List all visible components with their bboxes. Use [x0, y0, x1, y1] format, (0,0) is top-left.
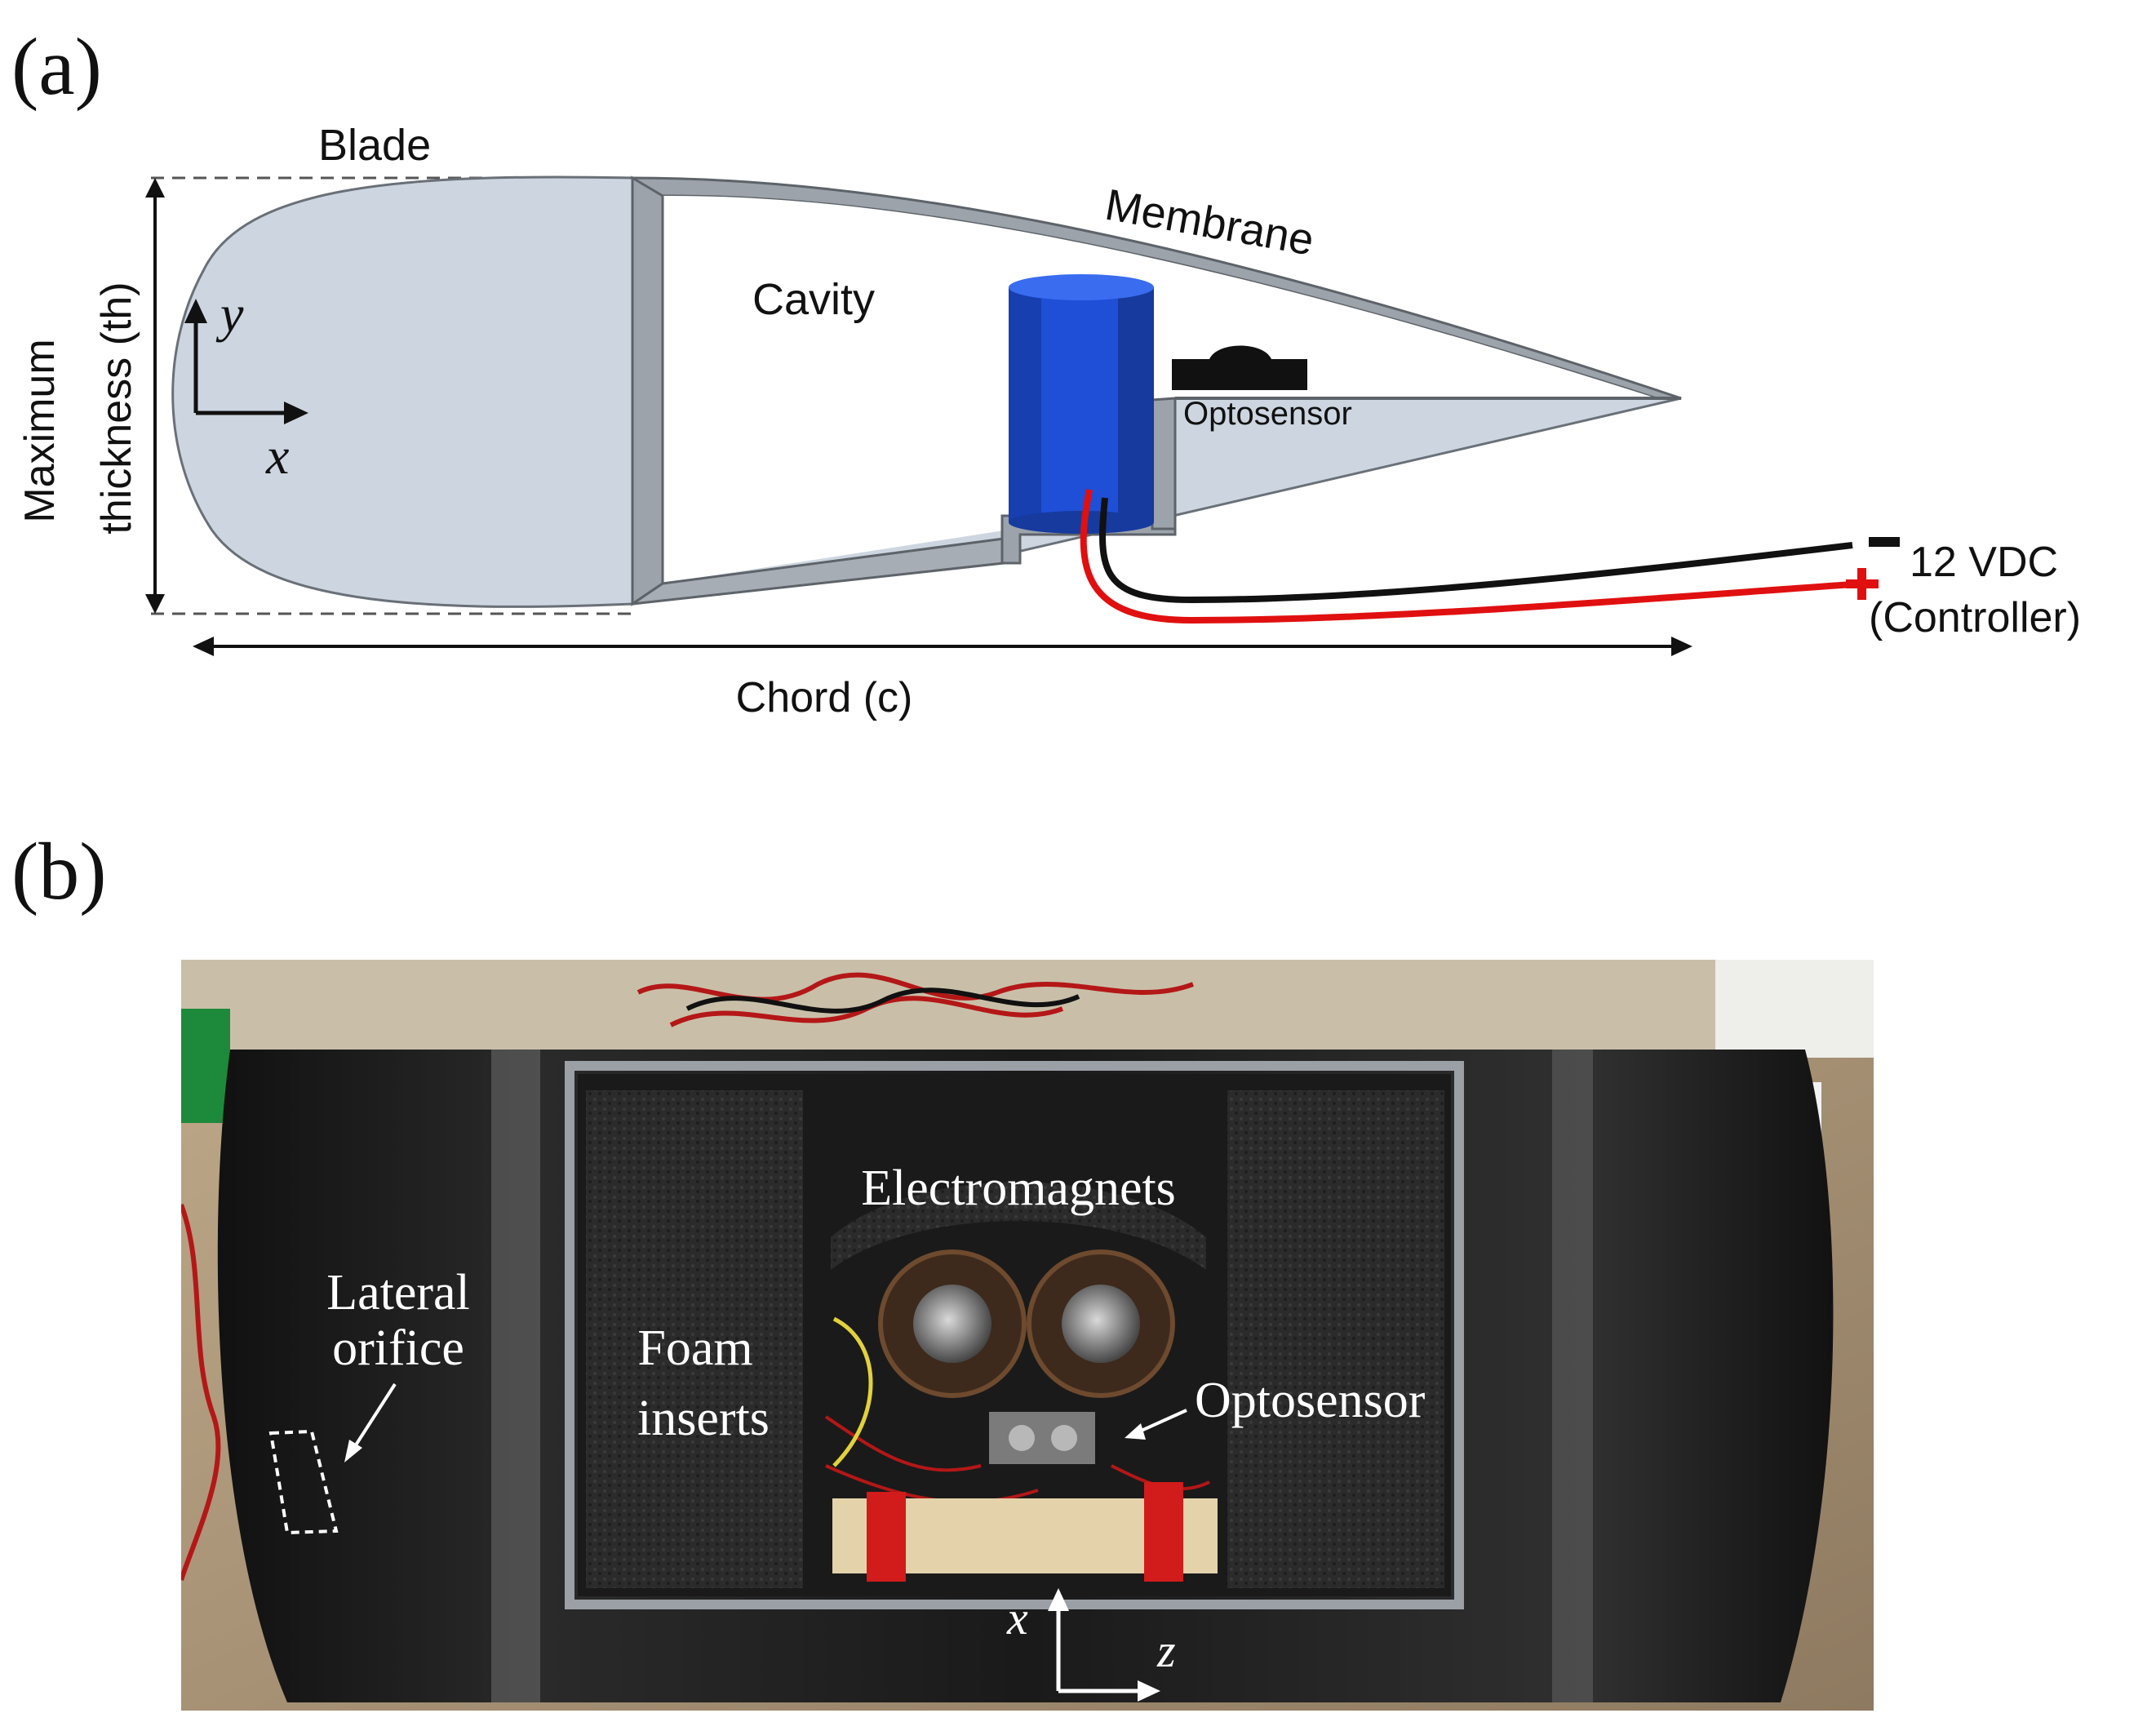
electromagnets-label: Electromagnets	[861, 1161, 1176, 1216]
axis-z-label-b: z	[1156, 1624, 1176, 1677]
electromagnet-right	[1027, 1249, 1175, 1398]
cavity-area	[661, 195, 1657, 584]
xz-axes	[1048, 1588, 1160, 1702]
red-tape-left	[867, 1492, 906, 1582]
optosensor-photo	[989, 1412, 1095, 1464]
optosensor-label-b: Optosensor	[1195, 1373, 1426, 1428]
window-frame	[565, 1061, 1464, 1609]
lateral-orifice-box	[268, 1429, 339, 1535]
cavity-front-wall	[631, 175, 664, 606]
axis-y-label: y	[215, 285, 244, 343]
black-wire	[1099, 497, 1853, 604]
axis-x-label-b: x	[1006, 1591, 1028, 1644]
prototype-photo: Electromagnets Lateral orifice Foam inse…	[181, 960, 1874, 1711]
chord-arrow	[193, 637, 1692, 656]
panel-a-label: (a)	[11, 21, 102, 112]
blade-body	[171, 175, 1682, 608]
airfoil-schematic: Blade Membrane Cavity Optosensor y x Max…	[16, 122, 2081, 721]
optosensor-arrow	[1125, 1409, 1187, 1440]
voltage-label: 12 VDC	[1910, 539, 2058, 586]
yellow-wire	[832, 1316, 873, 1467]
foam-label-line1: Foam	[637, 1320, 752, 1376]
white-paper	[1715, 960, 1874, 1058]
lateral-orifice-arrow	[344, 1382, 397, 1462]
green-object	[181, 1009, 230, 1123]
side-wires-left	[181, 1203, 221, 1581]
foam-insert-right	[1227, 1090, 1444, 1588]
glue-streak-right	[1552, 1050, 1593, 1702]
lateral-label-line2: orifice	[332, 1320, 464, 1376]
panel-b-label: (b)	[11, 826, 107, 916]
cavity-label: Cavity	[752, 275, 875, 324]
black-wires-top	[685, 987, 1080, 1014]
red-tape-right	[1144, 1482, 1183, 1582]
plus-terminal	[1846, 568, 1879, 600]
minus-terminal	[1869, 537, 1900, 547]
lateral-label-line1: Lateral	[326, 1265, 470, 1320]
electromagnet-cylinder	[1009, 274, 1154, 534]
glue-streak-left	[491, 1050, 540, 1702]
thickness-arrow	[145, 178, 165, 614]
foam-label-line2: inserts	[637, 1391, 770, 1446]
axis-x-label: x	[265, 427, 289, 485]
electromagnet-left	[878, 1249, 1027, 1398]
controller-label: (Controller)	[1869, 594, 2081, 641]
chord-label: Chord (c)	[736, 674, 913, 721]
rear-support	[1151, 397, 1177, 530]
xy-axes	[184, 299, 308, 424]
foam-arch	[831, 1182, 1206, 1270]
optosensor-label-a: Optosensor	[1183, 396, 1352, 432]
thickness-label-line1: Maximum	[16, 339, 64, 522]
blade-label: Blade	[318, 122, 431, 170]
red-wire	[1080, 489, 1853, 624]
thickness-label-line2: thickness (th)	[93, 282, 140, 534]
optosensor-block	[1172, 345, 1307, 390]
bench-top-clutter	[181, 960, 1874, 1058]
foam-insert-left	[586, 1090, 803, 1588]
